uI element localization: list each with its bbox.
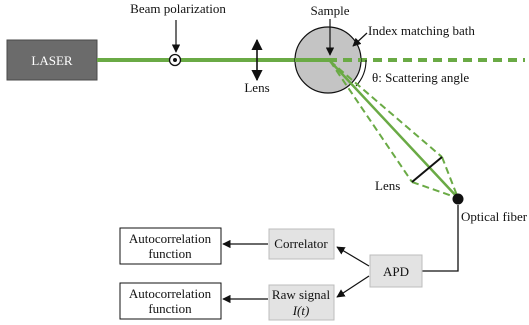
scattered-beam-center: [329, 60, 459, 199]
sample-label: Sample: [311, 3, 350, 18]
polarization-symbol-dot: [173, 58, 177, 62]
apd-to-correlator-arrow: [336, 246, 370, 267]
autocorrelation-box-top: [119, 227, 222, 265]
apd-box: [369, 254, 423, 288]
bath-pointer: [352, 32, 368, 47]
laser-label: LASER: [31, 53, 73, 68]
focused-beam-right: [441, 156, 459, 199]
autocorrelation-bottom-line1: Autocorrelation: [129, 286, 212, 301]
autocorrelation-bottom-line2: function: [148, 301, 192, 316]
lower-lens: [411, 156, 443, 183]
lower-lens-label: Lens: [375, 178, 400, 193]
apd-label: APD: [383, 264, 409, 279]
index-matching-bath-label: Index matching bath: [368, 23, 475, 38]
correlator-label: Correlator: [274, 236, 328, 251]
beam-polarization-label: Beam polarization: [130, 1, 226, 16]
upper-lens-label: Lens: [244, 80, 269, 95]
scattered-beam-edge-left: [329, 60, 413, 183]
raw-signal-box: [268, 284, 335, 321]
scattering-angle-label: θ: Scattering angle: [372, 70, 469, 85]
raw-signal-label-line2: I(t): [292, 303, 310, 318]
apd-to-raw-signal-arrow: [336, 275, 370, 298]
autocorrelation-top-line1: Autocorrelation: [129, 231, 212, 246]
laser-box: [6, 39, 98, 81]
autocorrelation-top-line2: function: [148, 246, 192, 261]
optical-fiber-label: Optical fiber: [461, 209, 528, 224]
fiber-cable: [422, 205, 459, 272]
focused-beam-left: [411, 181, 459, 199]
correlator-box: [268, 228, 335, 260]
raw-signal-label-line1: Raw signal: [272, 287, 331, 302]
scattered-beam-edge-right: [329, 60, 443, 158]
optical-fiber-tip: [452, 193, 464, 205]
autocorrelation-box-bottom: [119, 282, 222, 320]
